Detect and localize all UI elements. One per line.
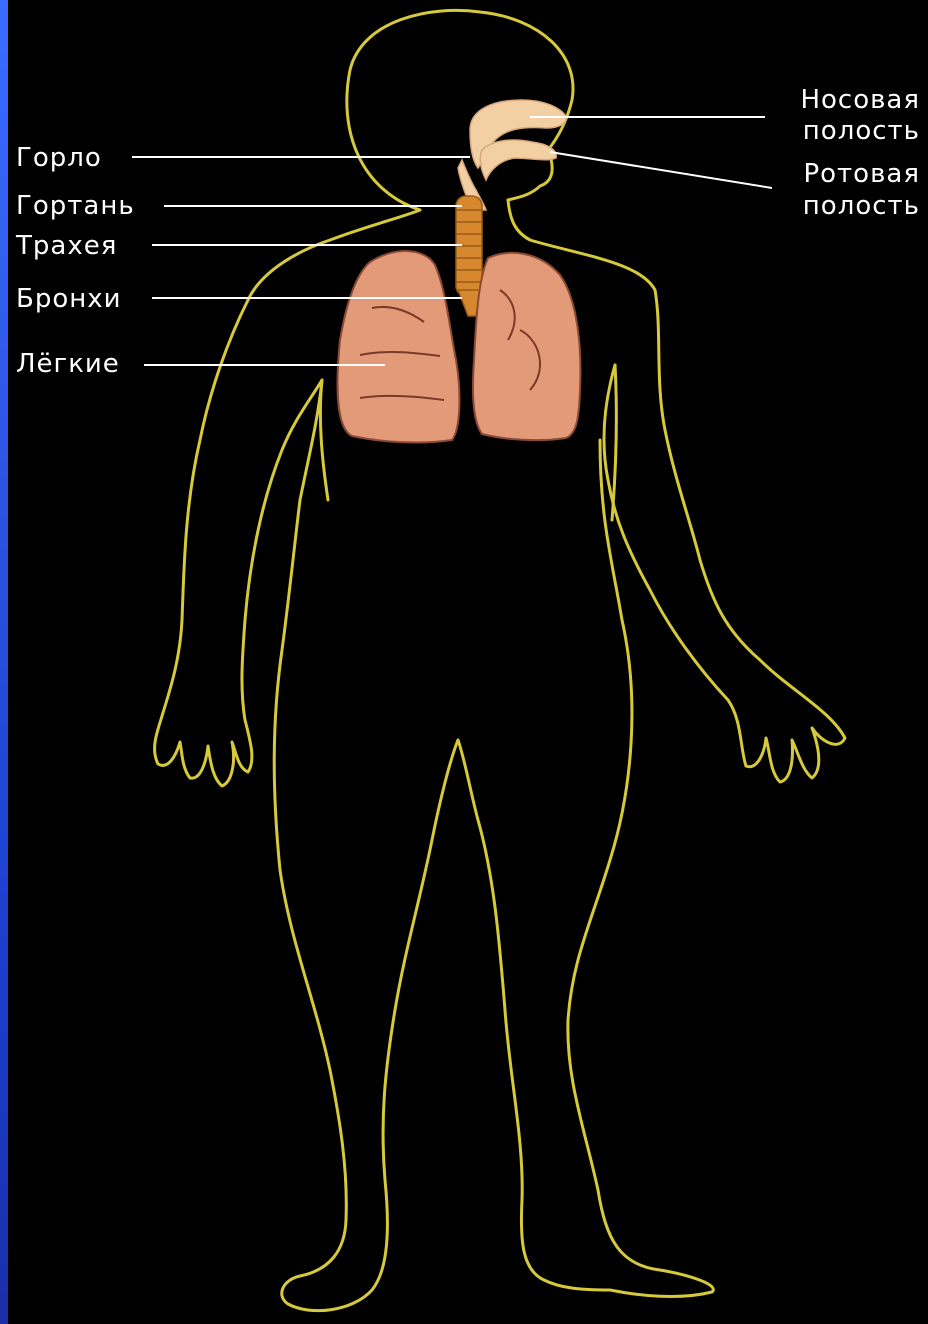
- oral-cavity: [480, 140, 556, 180]
- label-nasal-line2: полость: [803, 116, 920, 146]
- left-lung: [338, 251, 460, 442]
- label-nasal-line1: Носовая: [800, 85, 920, 115]
- leader-lines: [132, 117, 772, 365]
- right-lung: [473, 253, 581, 440]
- label-larynx: Гортань: [16, 191, 135, 221]
- label-bronchi: Бронхи: [16, 284, 122, 314]
- label-oral-line2: полость: [803, 191, 920, 221]
- leader-oral: [550, 152, 772, 188]
- label-oral-line1: Ротовая: [803, 159, 920, 189]
- label-lungs: Лёгкие: [16, 349, 120, 379]
- label-trachea: Трахея: [15, 231, 117, 261]
- label-throat: Горло: [16, 143, 102, 173]
